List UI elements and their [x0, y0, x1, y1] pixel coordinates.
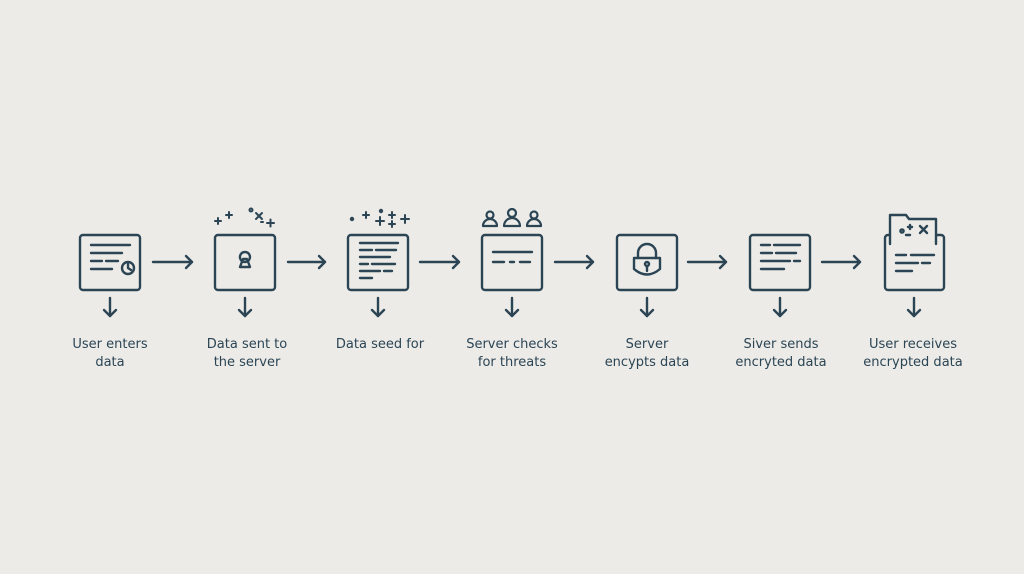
right-arrow-icon — [820, 254, 862, 270]
step-label-data-sent-to-server: Data sent to the server — [206, 337, 288, 370]
form-with-clock-icon — [78, 233, 142, 292]
sparkle-icon — [214, 207, 275, 228]
down-arrow-icon — [504, 296, 520, 318]
step-label-server-sends-encrypted: Siver sends encryted data — [735, 337, 827, 370]
step-label-user-enters-data: User enters data — [72, 337, 148, 370]
users-icon — [481, 207, 543, 228]
step-label-data-seed-for: Data seed for — [335, 337, 425, 352]
down-arrow-icon — [639, 296, 655, 318]
right-arrow-icon — [418, 254, 461, 270]
right-arrow-icon — [686, 254, 728, 270]
right-arrow-icon — [553, 254, 595, 270]
step-label-server-checks-threats: Server checks for threats — [466, 337, 558, 370]
form-with-users-icon — [480, 233, 544, 292]
folder-document-icon — [883, 213, 946, 292]
keyhole-box-icon — [213, 233, 277, 292]
padlock-icon — [615, 233, 679, 292]
right-arrow-icon — [151, 254, 194, 270]
step-label-user-receives-data: User receives encrypted data — [863, 337, 963, 370]
down-arrow-icon — [370, 296, 386, 318]
down-arrow-icon — [906, 296, 922, 318]
down-arrow-icon — [102, 296, 118, 318]
document-lines-icon — [346, 233, 410, 292]
sparkle-icon — [349, 208, 410, 228]
down-arrow-icon — [772, 296, 788, 318]
document-lines-icon — [748, 233, 812, 292]
down-arrow-icon — [237, 296, 253, 318]
right-arrow-icon — [286, 254, 327, 270]
step-label-server-encrypts-data: Server encypts data — [604, 337, 690, 370]
